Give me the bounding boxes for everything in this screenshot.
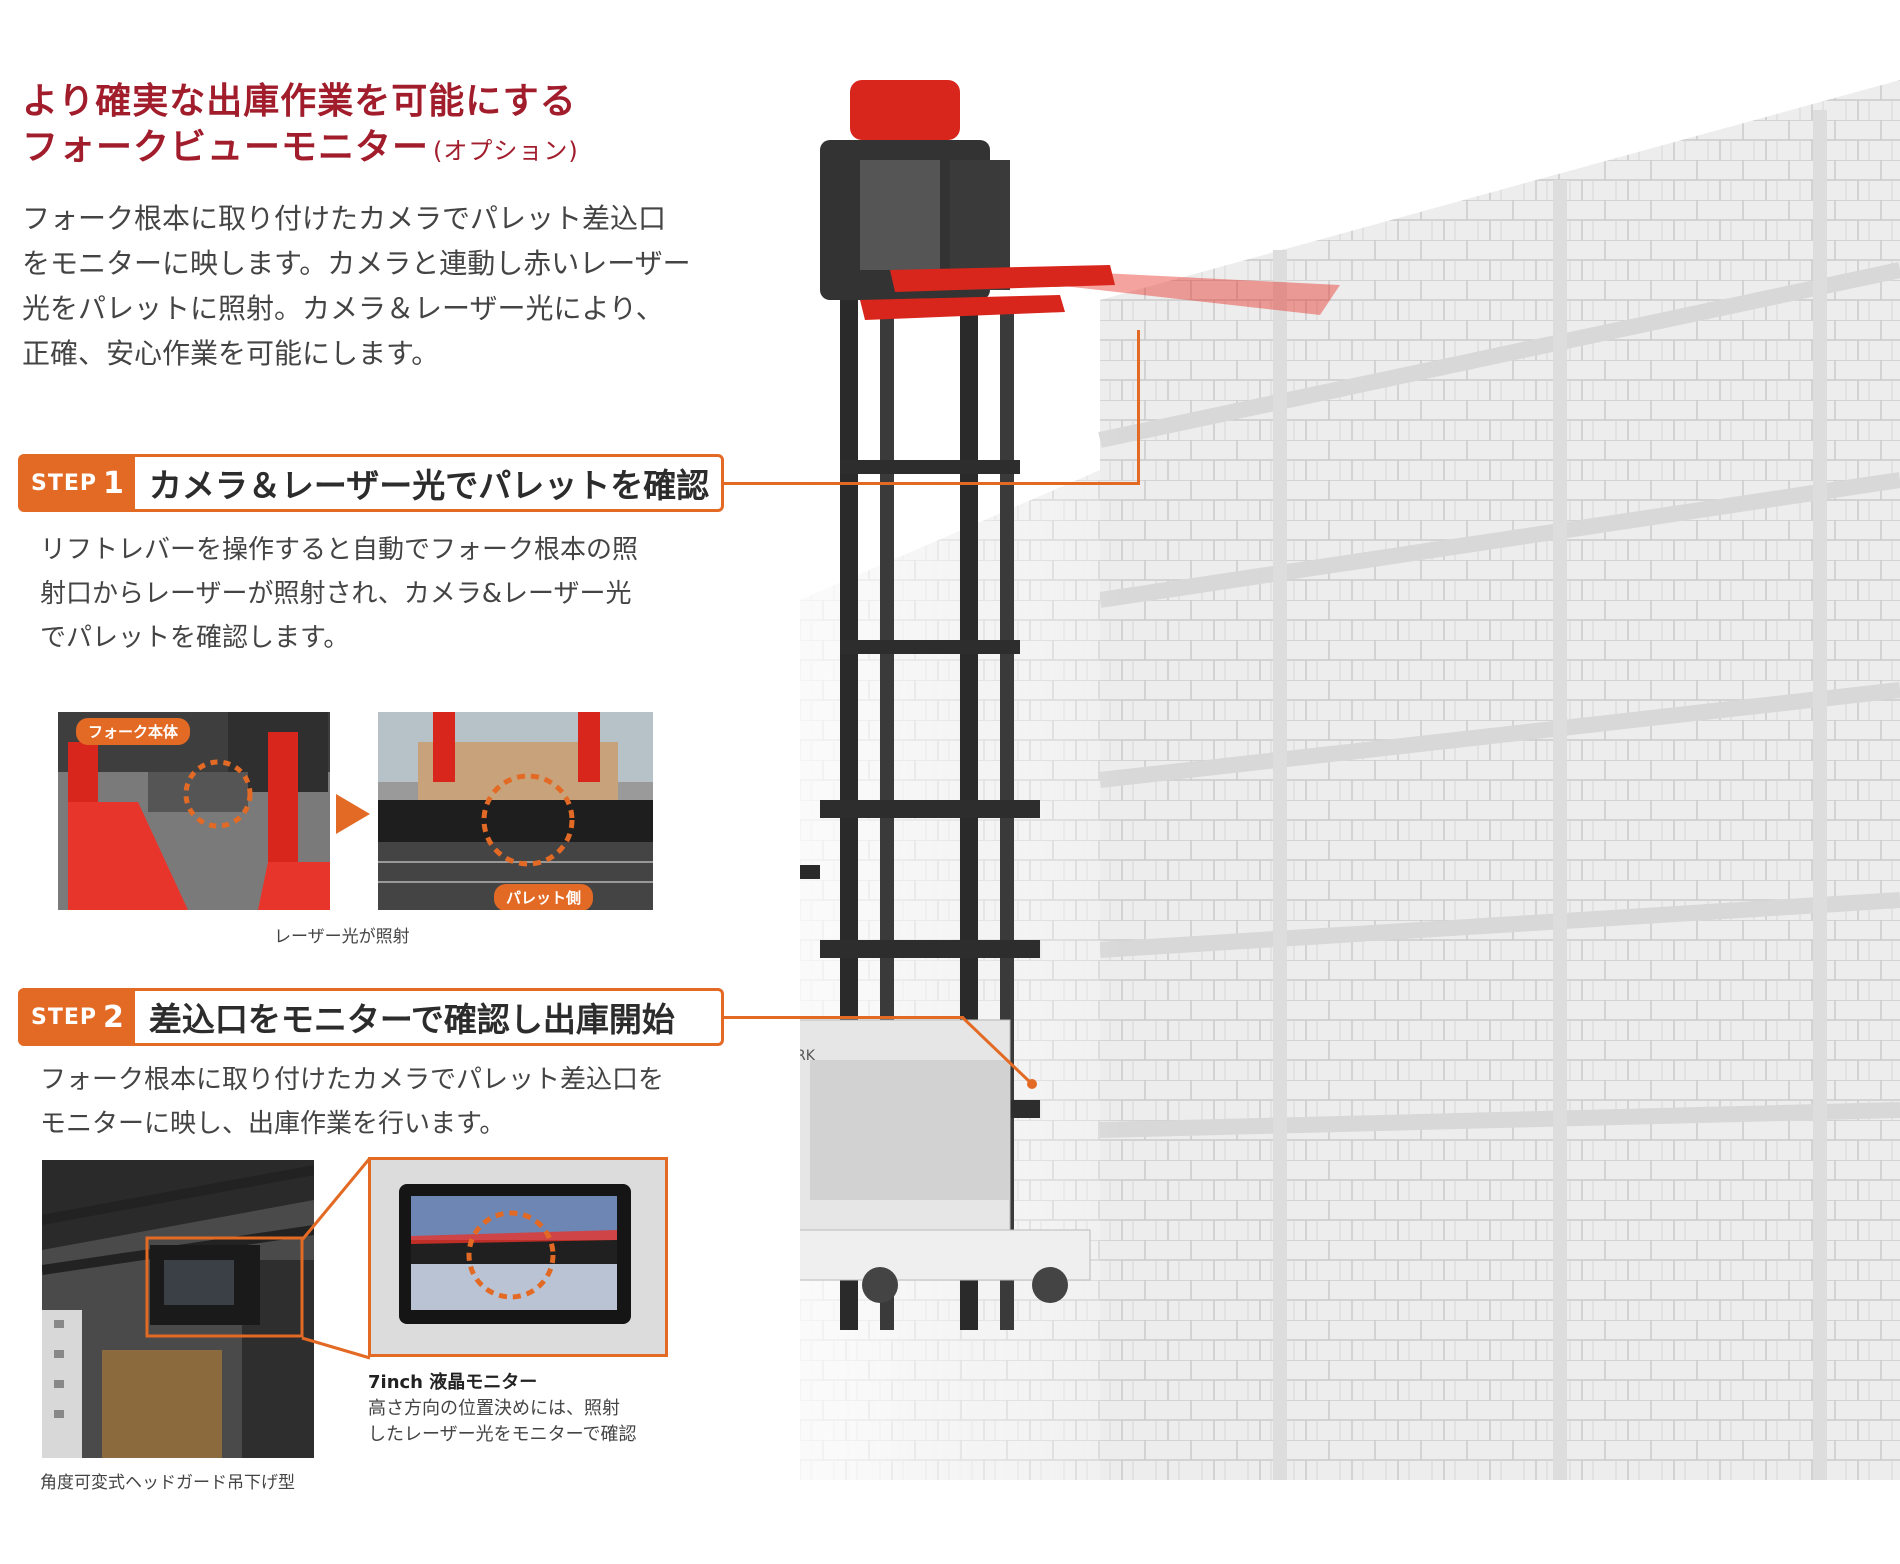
intro-line: をモニターに映します。カメラと連動し赤いレーザー xyxy=(22,247,691,280)
monitor-note-line: したレーザー光をモニターで確認 xyxy=(368,1424,637,1445)
step2-line: フォーク根本に取り付けたカメラでパレット差込口を xyxy=(40,1065,665,1095)
arrow-right-icon xyxy=(336,794,370,834)
laser-caption: レーザー光が照射 xyxy=(274,927,410,947)
zoom-connector xyxy=(300,1157,372,1360)
monitor-note-line: 高さ方向の位置決めには、照射 xyxy=(368,1398,620,1419)
rack-forklift-illustration: 15 RACK FORK xyxy=(800,40,1900,1500)
product-name: フォークビューモニター xyxy=(22,127,430,168)
step1-title: カメラ＆レーザー光でパレットを確認 xyxy=(148,466,710,505)
step2-title: 差込口をモニターで確認し出庫開始 xyxy=(148,1000,675,1039)
step2-line: モニターに映し、出庫作業を行います。 xyxy=(40,1109,506,1139)
option-note: (オプション) xyxy=(433,137,579,165)
step1-line: でパレットを確認します。 xyxy=(40,623,350,653)
lcd-monitor-photo xyxy=(368,1157,668,1357)
step-badge-number: 1 xyxy=(103,465,125,501)
fork-body-photo: フォーク本体 xyxy=(58,712,330,910)
warehouse-rack xyxy=(800,40,1900,1500)
monitor-title: 7inch 液晶モニター xyxy=(368,1372,538,1393)
step-badge-label: STEP xyxy=(31,1004,98,1030)
page-title-line1: より確実な出庫作業を可能にする xyxy=(22,81,577,122)
step1-leader-line xyxy=(1137,330,1140,485)
step1-description: リフトレバーを操作すると自動でフォーク根本の照 射口からレーザーが照射され、カメ… xyxy=(40,528,638,660)
step2-description: フォーク根本に取り付けたカメラでパレット差込口を モニターに映し、出庫作業を行い… xyxy=(40,1058,664,1146)
intro-line: フォーク根本に取り付けたカメラでパレット差込口 xyxy=(22,202,667,235)
step2-leader-line xyxy=(724,1016,964,1019)
pallet-side-tag: パレット側 xyxy=(494,884,594,910)
step1-leader-line xyxy=(724,482,1140,485)
step1-line: リフトレバーを操作すると自動でフォーク根本の照 xyxy=(40,535,639,565)
page-title-line2: フォークビューモニター(オプション) xyxy=(22,118,579,170)
step-badge-number: 2 xyxy=(103,999,125,1035)
fork-body-tag: フォーク本体 xyxy=(76,718,191,745)
step-badge-label: STEP xyxy=(31,470,98,496)
intro-line: 正確、安心作業を可能にします。 xyxy=(22,337,440,370)
intro-line: 光をパレットに照射。カメラ＆レーザー光により、 xyxy=(22,292,664,325)
step2-leader-line xyxy=(960,1015,1037,1089)
monitor-note: 高さ方向の位置決めには、照射 したレーザー光をモニターで確認 xyxy=(368,1396,637,1448)
head-guard-caption: 角度可変式ヘッドガード吊下げ型 xyxy=(40,1473,295,1493)
head-guard-photo xyxy=(42,1160,314,1458)
svg-text:RACK FORK: RACK FORK xyxy=(800,1048,816,1064)
step1-line: 射口からレーザーが照射され、カメラ&レーザー光 xyxy=(40,579,632,609)
pallet-side-photo: パレット側 xyxy=(378,712,653,910)
forklift-base: 15 RACK FORK xyxy=(800,865,1091,1303)
intro-text: フォーク根本に取り付けたカメラでパレット差込口 をモニターに映します。カメラと連… xyxy=(22,196,722,376)
